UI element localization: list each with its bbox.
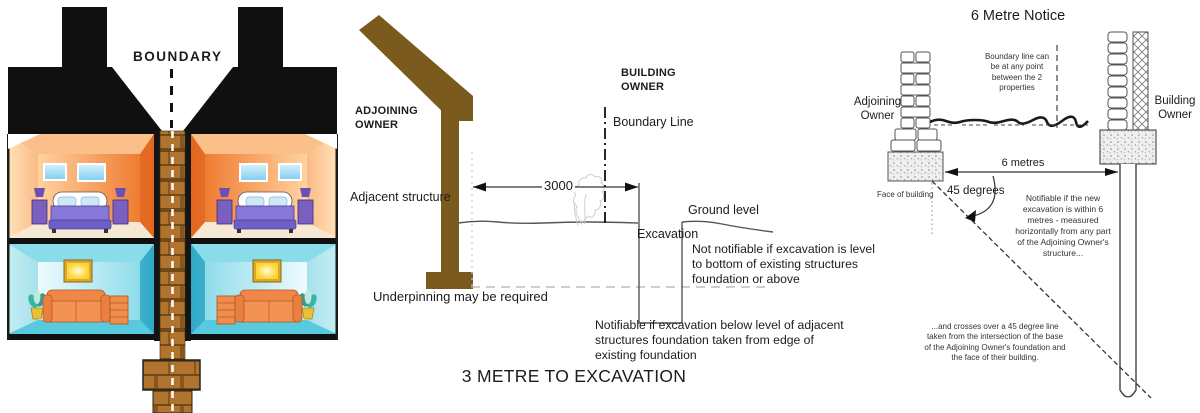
party-wall-bricks — [159, 130, 186, 361]
ground-line — [457, 220, 639, 225]
houses-boundary-panel: BOUNDARY — [0, 0, 345, 413]
party-wall-footing — [142, 359, 201, 391]
building-wall-bricks — [1107, 31, 1128, 131]
building-inner-wall-hatched — [1132, 31, 1149, 131]
adjacent-foundation — [426, 272, 473, 289]
building-owner-label: Building Owner — [1154, 95, 1196, 122]
adjacent-structure-label: Adjacent structure — [350, 190, 451, 204]
face-of-building-label: Face of building — [877, 190, 934, 199]
excavation-label: Excavation — [637, 227, 699, 241]
adjoining-wall-bricks — [890, 51, 942, 152]
excavation-diagram — [359, 15, 774, 324]
ground-line — [929, 115, 1091, 129]
dimension-value: 3000 — [542, 178, 575, 193]
underpinning-note: Underpinning may be required — [373, 289, 548, 304]
six-metre-notice-panel: 6 Metre Notice Boundary line can be at a… — [850, 0, 1200, 413]
boundary-note: Boundary line can be at any point betwee… — [984, 52, 1050, 93]
party-wall — [142, 130, 201, 413]
six-metres-arrow — [945, 168, 1118, 176]
not-notifiable-note: Not notifiable if excavation is level to… — [692, 242, 875, 286]
excavation-outline — [638, 183, 683, 324]
boundary-label: BOUNDARY — [133, 49, 223, 64]
building-foundation — [1099, 129, 1157, 165]
boundary-line-label: Boundary Line — [613, 115, 694, 129]
notifiable-note: Notifiable if excavation below level of … — [595, 318, 844, 362]
six-metres-label: 6 metres — [1001, 157, 1045, 169]
angle-arc-arrow — [965, 175, 996, 222]
ground-level-label: Ground level — [688, 203, 759, 217]
forty-five-degrees-label: 45 degrees — [947, 185, 1005, 197]
middle-title: 3 METRE TO EXCAVATION — [461, 366, 687, 386]
new-excavation-pile — [1119, 164, 1137, 398]
adjacent-structure-shape — [359, 15, 473, 289]
houses-illustration — [6, 6, 339, 413]
right-title: 6 Metre Notice — [970, 8, 1066, 24]
three-metre-excavation-panel: ADJOINING OWNER BUILDING OWNER Boundary … — [345, 0, 875, 413]
within-six-metres-note: Notifiable if the new excavation is with… — [1015, 193, 1111, 259]
six-metre-diagram — [887, 31, 1157, 399]
adjoining-owner-label: ADJOINING OWNER — [355, 105, 418, 131]
crosses-forty-five-note: ...and crosses over a 45 degree line tak… — [924, 322, 1066, 363]
building-owner-label: BUILDING OWNER — [621, 67, 676, 93]
bush-sketch — [573, 174, 605, 227]
ground-line-right — [681, 220, 774, 233]
adjoining-foundation — [887, 151, 944, 182]
adjoining-owner-label: Adjoining Owner — [853, 96, 902, 123]
party-wall-base — [152, 389, 193, 413]
